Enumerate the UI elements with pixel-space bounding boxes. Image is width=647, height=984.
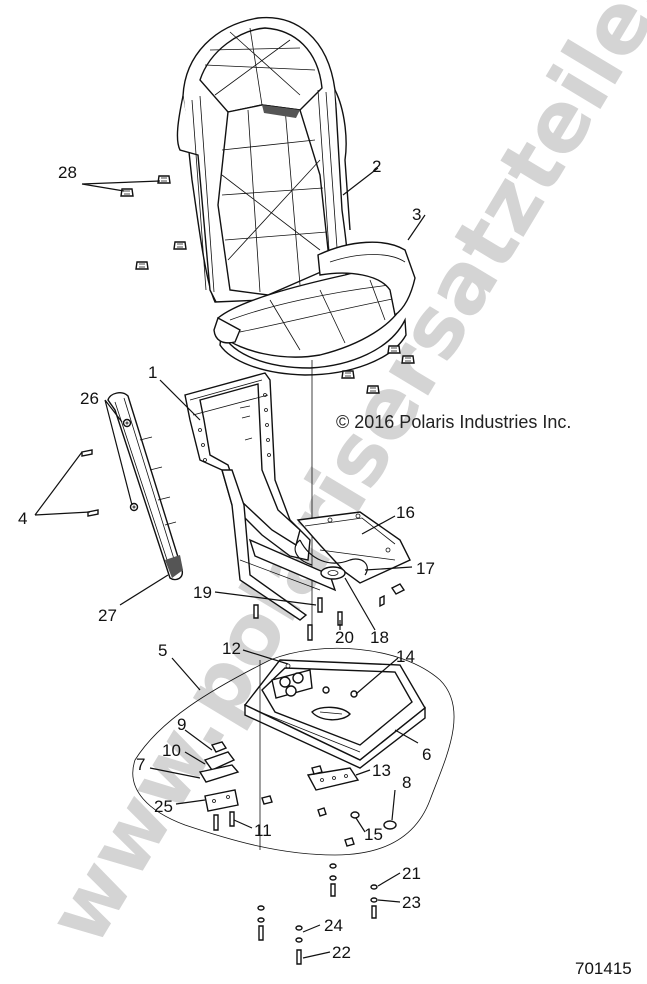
fastener-stacks — [257, 863, 378, 965]
callout-6: 6 — [422, 745, 431, 764]
callout-17: 17 — [416, 559, 435, 578]
callout-7: 7 — [136, 755, 145, 774]
bracket-13 — [306, 765, 360, 791]
callout-11: 11 — [254, 821, 272, 840]
callout-27: 27 — [98, 606, 117, 625]
callout-4: 4 — [18, 509, 27, 528]
callout-9: 9 — [177, 715, 186, 734]
screws-4 — [81, 449, 99, 517]
callout-15: 15 — [364, 825, 383, 844]
callout-1: 1 — [148, 363, 157, 382]
seat-assembly — [176, 16, 416, 376]
callout-20: 20 — [335, 628, 354, 647]
callout-10: 10 — [162, 741, 181, 760]
callout-22: 22 — [332, 943, 351, 962]
leader-lines — [34, 167, 426, 959]
callout-12: 12 — [222, 639, 241, 658]
side-trim — [107, 392, 184, 581]
misc-hardware — [261, 795, 397, 847]
callout-14: 14 — [396, 647, 415, 666]
slider-bracket — [294, 511, 411, 608]
kit-outline — [132, 647, 455, 856]
callout-5: 5 — [158, 641, 167, 660]
callout-2: 2 — [372, 157, 381, 176]
callout-21: 21 — [402, 864, 421, 883]
callout-23: 23 — [402, 893, 421, 912]
seat-frame — [184, 372, 337, 621]
diagram-id: 701415 — [575, 959, 632, 978]
callout-28: 28 — [58, 163, 77, 182]
callout-labels: 28 2 3 1 26 4 27 16 17 18 19 20 5 12 14 … — [18, 157, 435, 962]
seat-base — [243, 659, 426, 769]
callout-24: 24 — [324, 916, 343, 935]
callout-8: 8 — [402, 773, 411, 792]
clip-fasteners — [120, 175, 415, 394]
callout-18: 18 — [370, 628, 389, 647]
callout-16: 16 — [396, 503, 415, 522]
callout-19: 19 — [193, 583, 212, 602]
copyright-text: © 2016 Polaris Industries Inc. — [336, 412, 571, 432]
callout-25: 25 — [154, 797, 173, 816]
bolts-19-20 — [253, 597, 343, 641]
latch-parts — [198, 741, 240, 831]
callout-3: 3 — [412, 205, 421, 224]
callout-26: 26 — [80, 389, 99, 408]
callout-13: 13 — [372, 761, 391, 780]
nuts-26 — [122, 418, 139, 512]
